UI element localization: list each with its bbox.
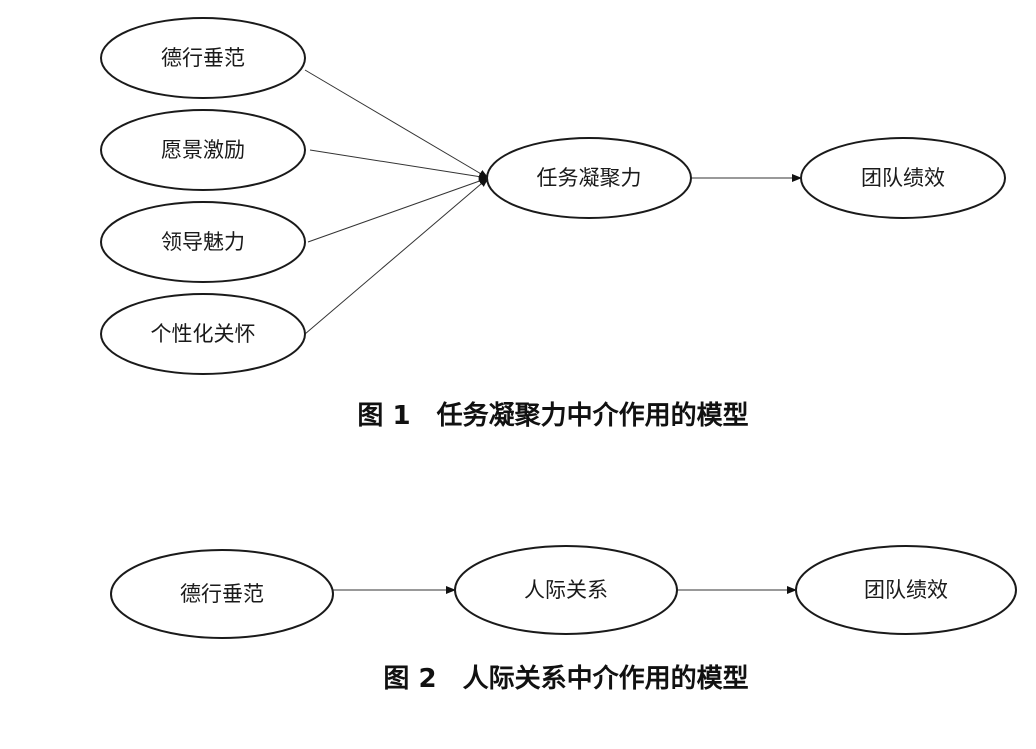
node-yuanjing-jili: 愿景激励 [100,109,306,191]
figure-2: 德行垂范 人际关系 团队绩效 图 2 人际关系中介作用的模型 [110,545,1017,694]
node-gexinghua-guanhuai: 个性化关怀 [100,293,306,375]
node-label: 团队绩效 [861,166,945,190]
figure-2-caption: 图 2 人际关系中介作用的模型 [383,663,748,694]
node-label: 德行垂范 [180,582,264,606]
edge-yuanjing-to-renwu [309,149,489,181]
node-renwu-ningjuli: 任务凝聚力 [486,137,692,219]
node-label: 德行垂范 [161,46,245,70]
node-renji-guanxi: 人际关系 [454,545,678,635]
node-label: 愿景激励 [161,138,245,162]
node-tuandui-jixiao-2: 团队绩效 [795,545,1017,635]
node-label: 领导魅力 [161,230,245,254]
node-label: 人际关系 [524,578,608,602]
figure-1-caption: 图 1 任务凝聚力中介作用的模型 [357,400,748,431]
node-label: 任务凝聚力 [537,166,642,190]
figure-1: 德行垂范 愿景激励 领导魅力 个性化关怀 任务凝聚力 团队绩效 图 1 任务凝聚… [100,17,1006,431]
edge-lingdao-to-renwu [307,177,489,243]
node-label: 团队绩效 [864,578,948,602]
edge-dexing-to-renwu [304,69,489,179]
node-label: 个性化关怀 [151,322,256,346]
node-lingdao-meili: 领导魅力 [100,201,306,283]
node-tuandui-jixiao-1: 团队绩效 [800,137,1006,219]
node-dexing-chuifan: 德行垂范 [100,17,306,99]
node-dexing-chuifan-2: 德行垂范 [110,549,334,639]
edge-gexinghua-to-renwu [304,177,489,335]
